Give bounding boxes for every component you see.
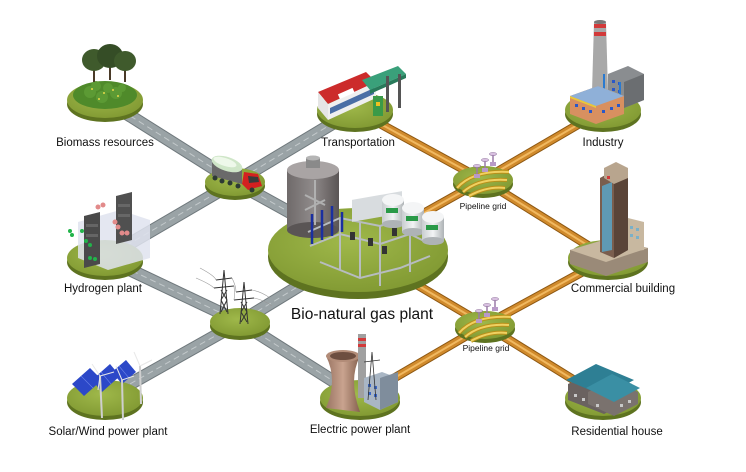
solar-wind-icon bbox=[72, 351, 153, 421]
valve-icon bbox=[473, 164, 481, 178]
label-commercial-building: Commercial building bbox=[570, 283, 676, 295]
label-industry: Industry bbox=[582, 137, 624, 149]
valve-icon bbox=[475, 309, 483, 323]
label-electric-power-plant: Electric power plant bbox=[309, 424, 411, 436]
digester-plant-icon bbox=[287, 155, 444, 286]
skyscraper-icon bbox=[570, 162, 648, 276]
label-transportation: Transportation bbox=[321, 137, 395, 149]
transmission-tower-icon bbox=[195, 267, 273, 325]
cooling-tower-icon bbox=[326, 334, 398, 412]
label-pipeline-grid-top: Pipeline grid bbox=[459, 201, 507, 211]
valve-icon bbox=[481, 158, 489, 172]
label-solar-wind-power-plant: Solar/Wind power plant bbox=[48, 426, 168, 438]
label-pipeline-grid-bottom: Pipeline grid bbox=[462, 343, 510, 353]
valve-icon bbox=[491, 297, 499, 311]
electrolyzer-icon bbox=[68, 192, 150, 270]
label-bio-natural-gas-plant: Bio-natural gas plant bbox=[290, 306, 434, 323]
label-residential-house: Residential house bbox=[571, 426, 663, 438]
valve-icon bbox=[483, 303, 491, 317]
valve-icon bbox=[489, 152, 497, 166]
pipeline-valves-icon bbox=[455, 152, 510, 198]
trees-crops-icon bbox=[73, 44, 137, 109]
tanker-truck-icon bbox=[211, 155, 262, 193]
houses-icon bbox=[566, 364, 640, 416]
label-hydrogen-plant: Hydrogen plant bbox=[64, 283, 142, 295]
factory-icon bbox=[570, 20, 644, 124]
label-biomass-resources: Biomass resources bbox=[56, 137, 154, 149]
bus-gas-station-icon bbox=[318, 66, 406, 120]
pipeline-valves-icon bbox=[457, 297, 512, 343]
